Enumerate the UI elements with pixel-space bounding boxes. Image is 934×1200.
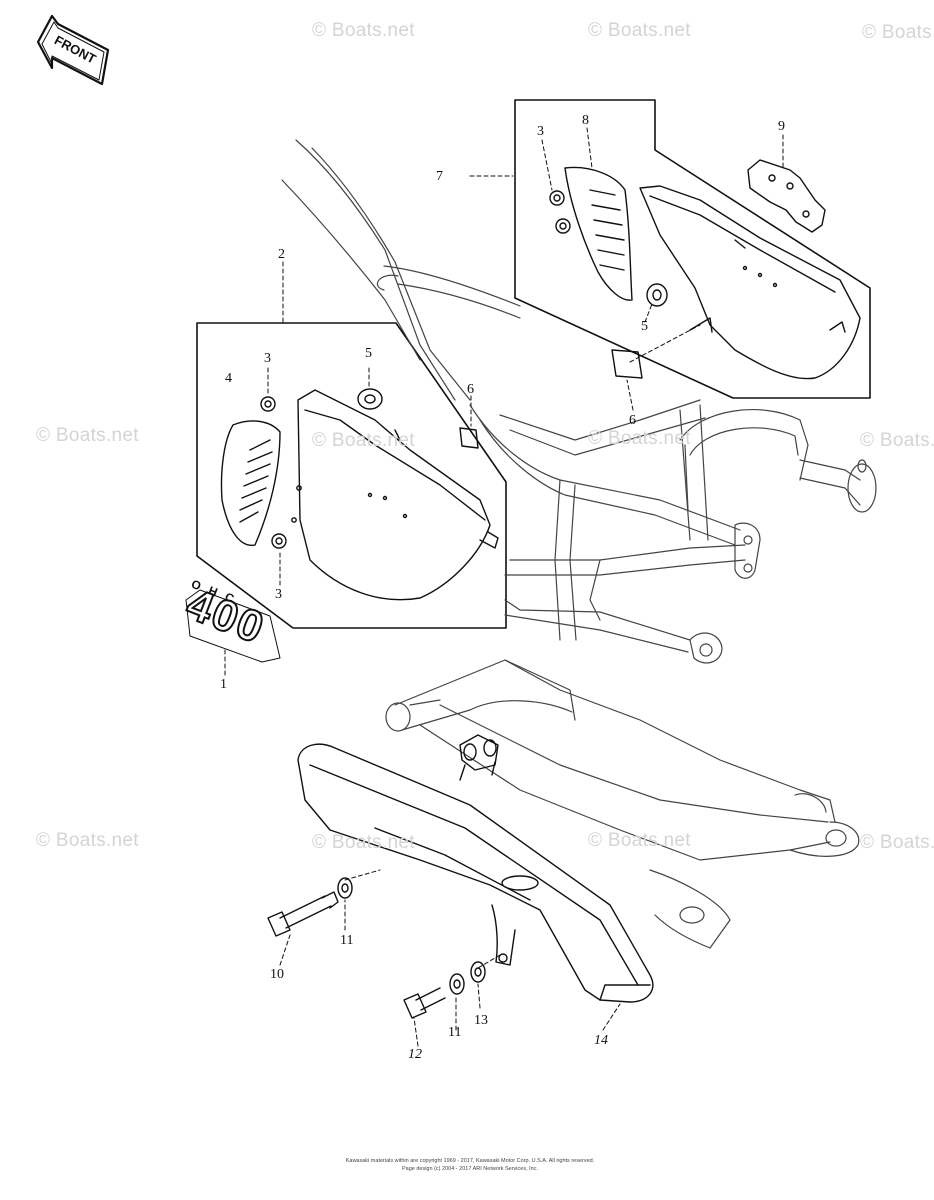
callout-9[interactable]: 9 [778, 119, 785, 134]
right-side-cover-panel [514, 99, 871, 399]
callout-12[interactable]: 12 [408, 1047, 422, 1062]
callout-7[interactable]: 7 [436, 169, 443, 184]
bracket-plate [747, 159, 826, 233]
callout-3[interactable]: 3 [275, 587, 282, 602]
watermark: © Boats.net [860, 832, 934, 853]
callout-6[interactable]: 6 [467, 382, 474, 397]
callout-13[interactable]: 13 [474, 1013, 488, 1028]
leader-lines [224, 127, 784, 1047]
callout-8[interactable]: 8 [582, 113, 589, 128]
watermark: © Boats.net [312, 832, 415, 853]
copyright-notice: Kawasaki materials within are copyright … [300, 1157, 640, 1173]
copyright-line: Kawasaki materials within are copyright … [345, 1158, 595, 1164]
left-side-cover-panel [196, 322, 507, 629]
watermark: © Boats.net [860, 430, 934, 451]
watermark: © Boats.net [588, 830, 691, 851]
callout-2[interactable]: 2 [278, 247, 285, 262]
grommet-icon [549, 190, 571, 234]
callout-3[interactable]: 3 [264, 351, 271, 366]
watermark: © Boats.net [36, 425, 139, 446]
chain-guard [297, 734, 654, 1003]
watermark: © Boats.net [36, 830, 139, 851]
rubber-grommet-icon [646, 283, 668, 307]
callout-11[interactable]: 11 [448, 1025, 462, 1040]
watermark: © Boats.net [312, 430, 415, 451]
ohc-400-emblem-icon [185, 589, 281, 663]
watermark: © Boats.net [312, 20, 415, 41]
copyright-line: Page design (c) 2004 - 2017 ARI Network … [401, 1166, 539, 1172]
callout-6[interactable]: 6 [629, 413, 636, 428]
watermark: © Boats.net [862, 22, 934, 43]
damper-pad-icon [611, 349, 643, 379]
grommet-icon [260, 396, 287, 549]
callout-5[interactable]: 5 [641, 319, 648, 334]
rubber-grommet-icon [357, 388, 383, 410]
callout-14[interactable]: 14 [594, 1033, 608, 1048]
washer-icon [449, 961, 486, 995]
bolt-10-icon [267, 891, 339, 937]
right-side-cover [639, 185, 861, 380]
bolt-12-icon [403, 987, 446, 1019]
left-grille [220, 420, 281, 546]
callout-4[interactable]: 4 [225, 371, 232, 386]
callout-1[interactable]: 1 [220, 677, 227, 692]
callout-5[interactable]: 5 [365, 346, 372, 361]
callout-10[interactable]: 10 [270, 967, 284, 982]
front-arrow-icon [36, 14, 110, 86]
washer-icon [337, 877, 353, 899]
callout-11[interactable]: 11 [340, 933, 354, 948]
damper-pad-icon [459, 427, 479, 449]
left-side-cover [291, 389, 499, 601]
watermark: © Boats.net [588, 20, 691, 41]
callout-3[interactable]: 3 [537, 124, 544, 139]
watermark: © Boats.net [588, 428, 691, 449]
frame-structure [281, 139, 877, 664]
right-grille [564, 166, 633, 301]
swing-arm [385, 659, 860, 949]
